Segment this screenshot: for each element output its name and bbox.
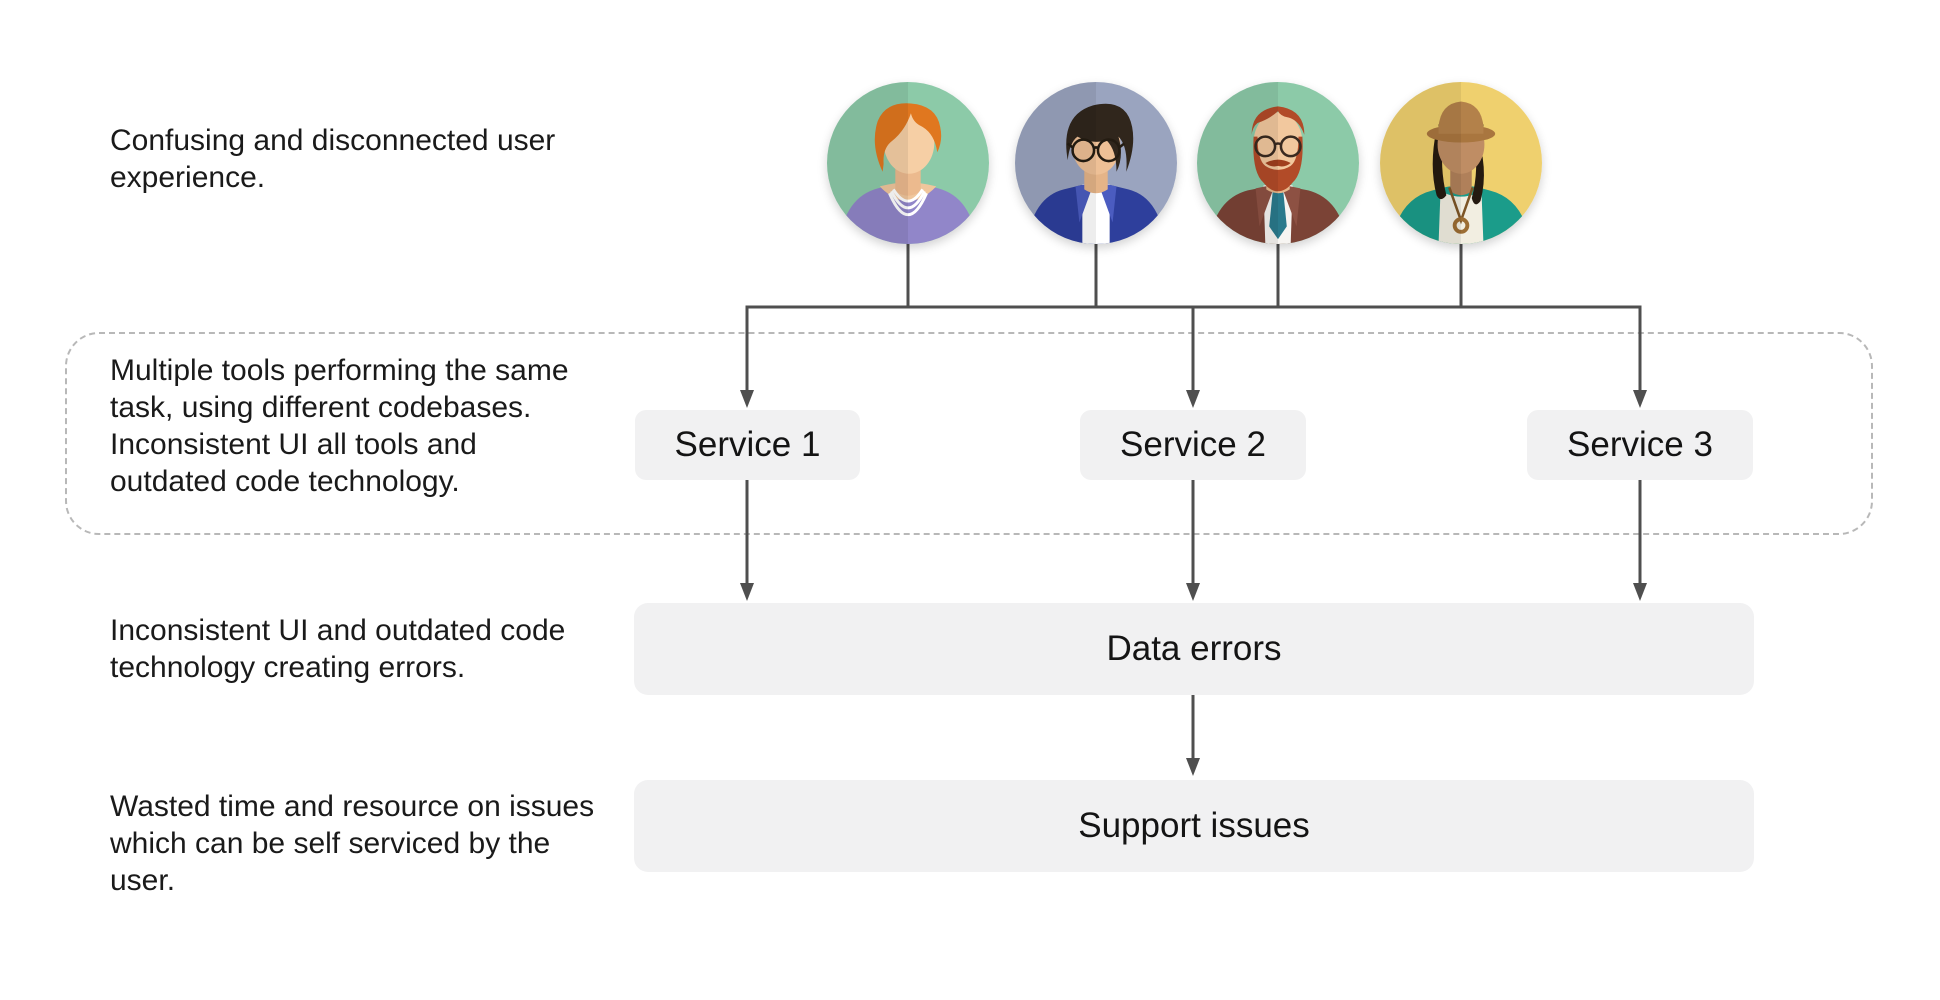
note-user-experience: Confusing and disconnected user experien…: [110, 124, 556, 194]
dark-hair: [1066, 103, 1134, 172]
glasses: [1254, 135, 1302, 158]
hat-crown: [1438, 101, 1484, 134]
white-shirt: [1082, 181, 1110, 244]
round-glasses: [1066, 138, 1126, 163]
node-service-1: Service 1: [635, 410, 860, 480]
node-service-3: Service 3: [1527, 410, 1753, 480]
necklace-pendant: [1452, 217, 1470, 234]
red-hair: [874, 103, 942, 172]
dark-hair: [1432, 128, 1447, 200]
avatar-woman-red-hair: [827, 82, 989, 244]
services-dashed-group: [65, 332, 1873, 535]
avatar-person-dark-hair-glasses: [1015, 82, 1177, 244]
note-inconsistent-ui: Inconsistent UI and outdated code techno…: [110, 614, 566, 684]
node-service-2: Service 2: [1080, 410, 1306, 480]
mustache: [1265, 159, 1291, 167]
beard: [1253, 136, 1303, 192]
avatar-man-beard-glasses: [1197, 82, 1359, 244]
note-multiple-tools: Multiple tools performing the same task,…: [110, 354, 569, 498]
note-wasted-time: Wasted time and resource on issues which…: [110, 790, 595, 897]
node-data-errors: Data errors: [634, 603, 1754, 695]
teal-tie: [1269, 187, 1287, 240]
avatar-woman-hat: [1380, 82, 1542, 244]
auburn-hair: [1251, 106, 1305, 135]
node-support-issues: Support issues: [634, 780, 1754, 872]
pearl-necklace: [892, 188, 924, 203]
